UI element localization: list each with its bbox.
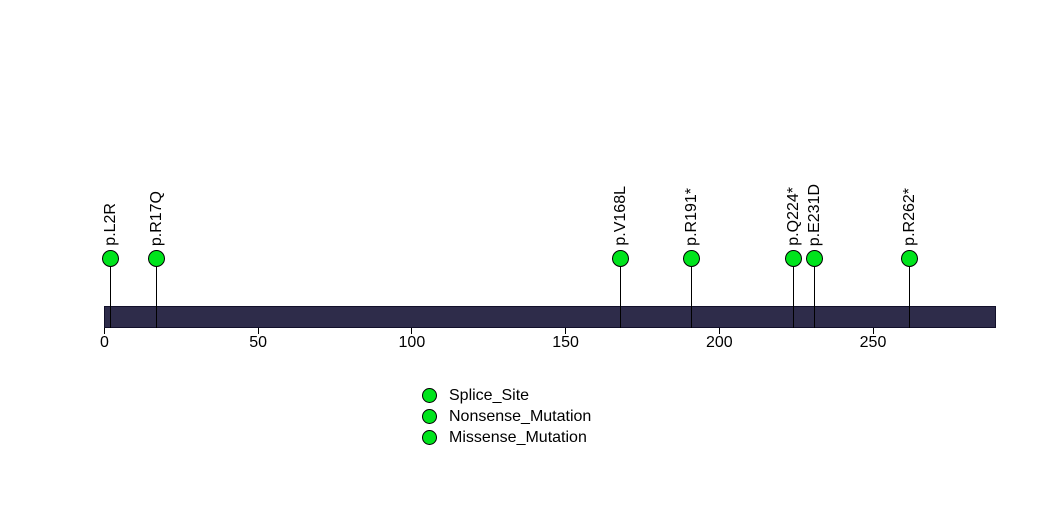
mutation-label: p.R262*	[901, 188, 919, 246]
axis-tick	[718, 328, 720, 334]
legend-item: Nonsense_Mutation	[422, 406, 591, 427]
legend-circle-icon	[422, 409, 437, 424]
mutation-label: p.Q224*	[784, 187, 802, 246]
mutation-point-icon	[901, 249, 919, 267]
axis-tick	[872, 328, 874, 334]
mutation-point-icon	[784, 249, 802, 267]
lollipop-stem	[691, 258, 693, 328]
legend-item-label: Missense_Mutation	[449, 428, 587, 446]
mutation-label: p.R17Q	[148, 190, 166, 246]
lollipop-stem	[110, 258, 112, 328]
mutation-label: p.L2R	[102, 203, 120, 246]
axis-tick-label: 200	[705, 334, 733, 351]
axis-tick	[104, 328, 105, 334]
legend-circle-icon	[422, 430, 437, 445]
mutation-point-icon	[806, 249, 824, 267]
lollipop-stem	[620, 258, 622, 328]
legend-item: Splice_Site	[422, 385, 591, 406]
axis-tick	[257, 328, 259, 334]
lollipop-stem	[156, 258, 158, 328]
lollipop-stem	[909, 258, 911, 328]
legend-circle-icon	[422, 388, 437, 403]
mutation-point-icon	[148, 249, 166, 267]
axis-tick-label: 0	[100, 334, 109, 351]
legend-item-label: Nonsense_Mutation	[449, 407, 592, 425]
legend: Splice_Site Nonsense_Mutation Missense_M…	[422, 385, 591, 448]
axis-tick	[411, 328, 413, 334]
protein-domain-bar	[103, 306, 996, 328]
lollipop-stem	[814, 258, 816, 328]
axis-tick	[565, 328, 567, 334]
mutation-label: p.R191*	[683, 188, 701, 246]
mutation-label: p.V168L	[612, 186, 630, 246]
mutation-point-icon	[102, 249, 120, 267]
axis-tick-label: 250	[859, 334, 887, 351]
axis-tick-label: 50	[249, 334, 268, 351]
axis-tick-label: 100	[398, 334, 426, 351]
axis-tick-label: 150	[552, 334, 579, 351]
mutation-point-icon	[612, 249, 630, 267]
mutation-point-icon	[683, 249, 701, 267]
legend-item: Missense_Mutation	[422, 427, 591, 448]
lollipop-stem	[792, 258, 794, 328]
mutation-label: p.E231D	[806, 183, 824, 246]
legend-item-label: Splice_Site	[449, 386, 530, 404]
